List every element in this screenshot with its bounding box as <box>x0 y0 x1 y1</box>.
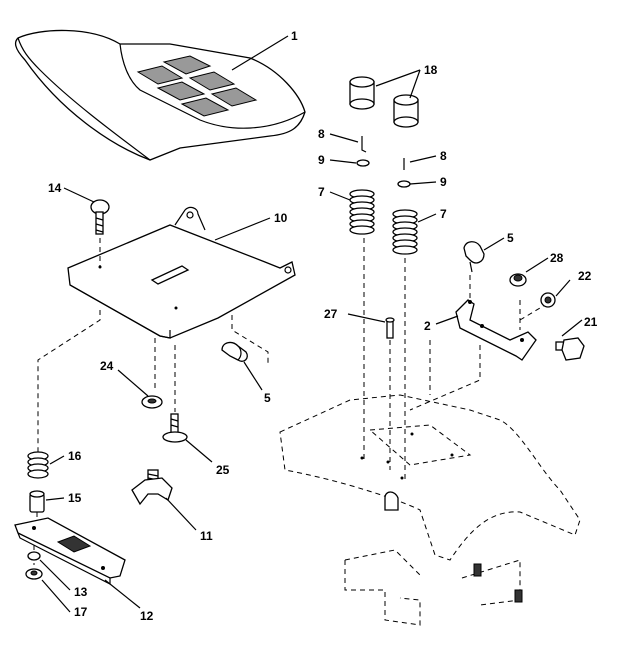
callout-18: 18 <box>424 63 438 77</box>
callout-8-right: 8 <box>440 149 447 163</box>
pins-washers <box>356 136 411 188</box>
seat-pan <box>67 206 296 339</box>
clevis-pin <box>385 317 395 339</box>
carriage-bolt <box>90 199 110 268</box>
callout-5-left: 5 <box>264 391 271 405</box>
callout-21: 21 <box>584 315 598 329</box>
callout-12: 12 <box>140 609 154 623</box>
seat <box>14 29 306 161</box>
callout-14: 14 <box>48 181 62 195</box>
callout-24: 24 <box>100 359 114 373</box>
callout-13: 13 <box>74 585 88 599</box>
callout-7-left: 7 <box>318 185 325 199</box>
callout-27: 27 <box>324 307 338 321</box>
washer-24 <box>141 395 163 409</box>
callout-22: 22 <box>578 269 592 283</box>
callout-2: 2 <box>424 319 431 333</box>
adjusting-knob <box>131 469 173 506</box>
rubber-bumper <box>349 76 419 128</box>
callout-15: 15 <box>68 491 82 505</box>
tractor-frame-outline <box>279 340 581 626</box>
callout-9-left: 9 <box>318 153 325 167</box>
callout-17: 17 <box>74 605 88 619</box>
clip-left <box>221 341 248 362</box>
washer-nut <box>25 551 43 580</box>
callout-11: 11 <box>200 529 213 543</box>
leader-lines <box>39 35 583 613</box>
pivot-bracket <box>455 299 546 361</box>
callout-16: 16 <box>68 449 82 463</box>
clip-right <box>463 241 485 300</box>
shoulder-bolt <box>162 413 188 443</box>
callout-labels: 1 18 8 9 8 9 7 7 14 10 5 28 22 2 21 27 2… <box>48 29 598 623</box>
callout-7-right: 7 <box>440 207 447 221</box>
callout-25: 25 <box>216 463 230 477</box>
callout-8-left: 8 <box>318 127 325 141</box>
bracket-plate <box>14 517 126 585</box>
bushing <box>29 490 45 525</box>
callout-28: 28 <box>550 251 564 265</box>
seat-springs <box>349 189 418 255</box>
callout-5-right: 5 <box>507 231 514 245</box>
callout-9-right: 9 <box>440 175 447 189</box>
spring-small <box>27 451 49 479</box>
nut-washer-bolt <box>509 273 585 361</box>
callout-10: 10 <box>274 211 288 225</box>
callout-1: 1 <box>291 29 298 43</box>
